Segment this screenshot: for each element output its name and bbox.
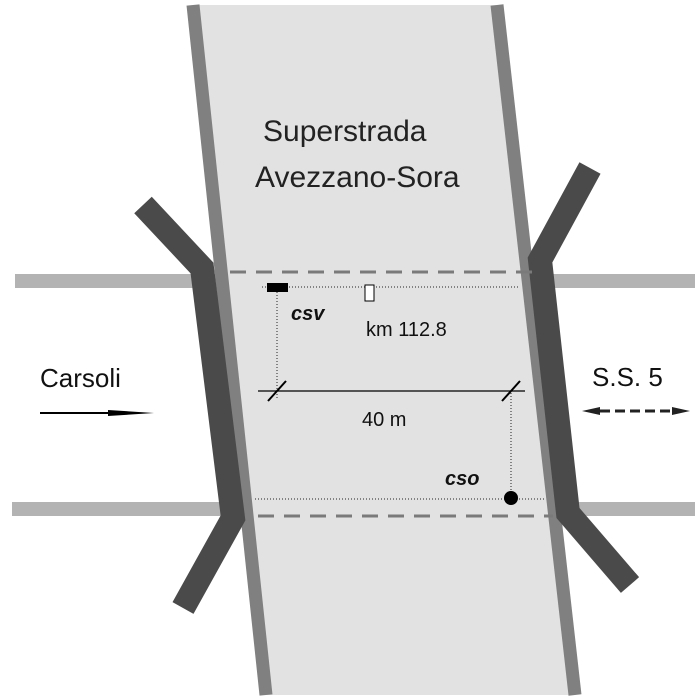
highway-title-line2: Avezzano-Sora [255,161,460,194]
km-marker-label: km 112.8 [366,319,447,341]
right-direction-label: S.S. 5 [592,362,663,392]
distance-tick-right [501,380,521,402]
km-post-marker [364,284,375,302]
cso-label: cso [445,468,479,490]
csv-label: csv [291,303,326,325]
highway-surface [193,5,575,695]
highway-title-line1: Superstrada [263,115,427,148]
left-parapet [134,196,246,614]
double-arrow-icon [582,407,690,415]
highway-right-edge [490,4,582,696]
right-parapet [527,162,640,593]
distance-tick-left [267,380,287,402]
highway-left-edge [186,4,273,696]
csv-sensor-marker [267,283,288,292]
right-arrow-icon [40,410,154,416]
cso-sensor-marker [504,491,518,505]
distance-label: 40 m [362,409,406,431]
left-direction-label: Carsoli [40,363,121,393]
